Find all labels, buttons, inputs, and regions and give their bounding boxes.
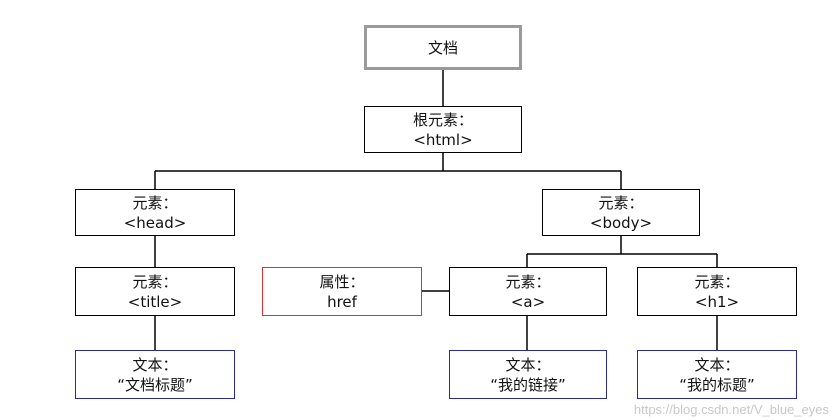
head-element-node: 元素： <head>: [75, 189, 235, 236]
link-text-node: 文本： “我的链接”: [449, 350, 607, 399]
document-node-label: 文档: [427, 38, 458, 57]
body-element-node: 元素： <body>: [542, 189, 700, 236]
html-node-tag: <html>: [413, 130, 473, 149]
link-text-value: “我的链接”: [490, 375, 566, 394]
h1-node-tag: <h1>: [694, 292, 740, 311]
a-element-node: 元素： <a>: [449, 267, 607, 316]
href-attribute-node: 属性： href: [262, 267, 422, 316]
link-text-label: 文本：: [505, 355, 551, 374]
heading-text-value: “我的标题”: [679, 375, 755, 394]
title-text-label: 文本：: [132, 355, 178, 374]
title-node-label: 元素：: [132, 272, 178, 291]
heading-text-node: 文本： “我的标题”: [637, 350, 797, 399]
title-text-node: 文本： “文档标题”: [75, 350, 235, 399]
a-node-label: 元素：: [505, 272, 551, 291]
title-node-tag: <title>: [127, 292, 183, 311]
heading-text-label: 文本：: [694, 355, 740, 374]
watermark-text: https://blog.csdn.net/V_blue_eyes: [633, 402, 829, 417]
body-node-label: 元素：: [598, 193, 644, 212]
title-text-value: “文档标题”: [117, 375, 193, 394]
body-node-tag: <body>: [589, 213, 653, 232]
head-node-label: 元素：: [132, 193, 178, 212]
html-node-label: 根元素：: [412, 110, 473, 129]
attribute-node-name: href: [327, 292, 357, 311]
head-node-tag: <head>: [123, 213, 187, 232]
h1-node-label: 元素：: [694, 272, 740, 291]
title-element-node: 元素： <title>: [75, 267, 235, 316]
a-node-tag: <a>: [510, 292, 546, 311]
html-root-element-node: 根元素： <html>: [364, 106, 522, 153]
attribute-node-label: 属性：: [319, 272, 365, 291]
document-node: 文档: [364, 25, 522, 70]
h1-element-node: 元素： <h1>: [637, 267, 797, 316]
